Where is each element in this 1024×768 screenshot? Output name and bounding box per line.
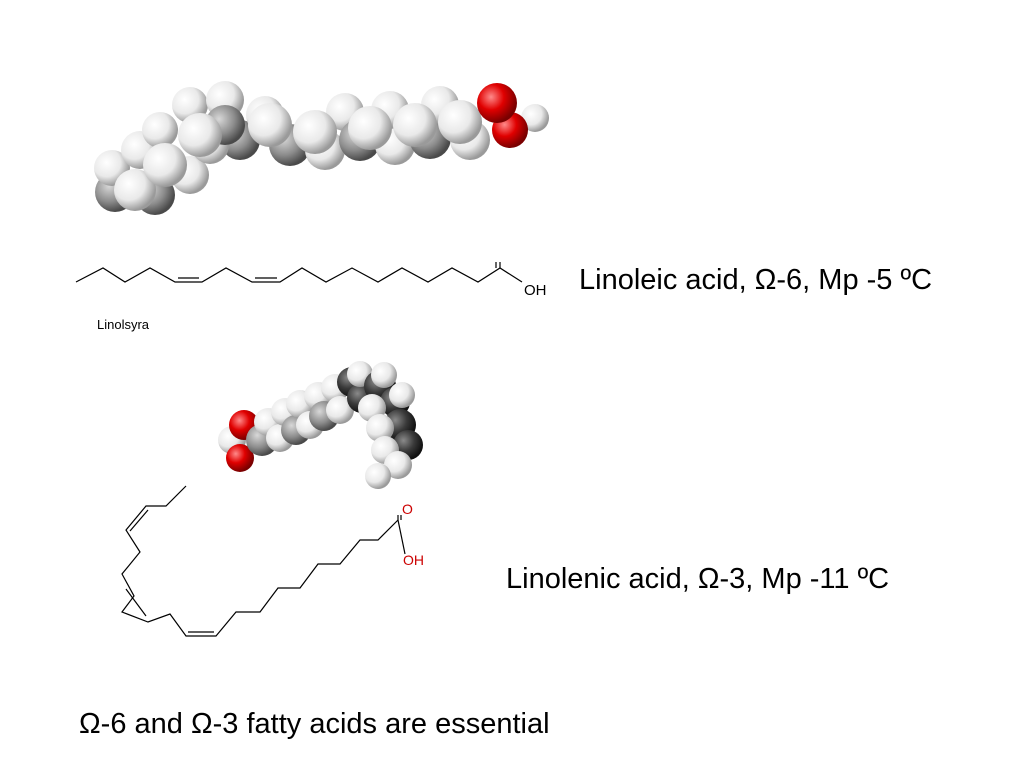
linolenic-skeletal-formula	[121, 485, 406, 637]
linoleic-oh-label: OH	[524, 282, 547, 299]
linolenic-oh-label: OH	[403, 552, 424, 568]
linoleic-space-filling-model	[94, 81, 549, 215]
linolenic-space-filling-model	[218, 361, 423, 489]
footer-statement: Ω-6 and Ω-3 fatty acids are essential	[79, 708, 550, 740]
linolenic-o-label: O	[402, 501, 413, 517]
linoleic-caption: Linoleic acid, Ω-6, Mp -5 ºC	[579, 264, 933, 296]
linoleic-skeletal-formula	[75, 262, 523, 283]
linoleic-skeleton-label: Linolsyra	[97, 317, 150, 332]
linolenic-caption: Linolenic acid, Ω-3, Mp -11 ºC	[506, 563, 890, 595]
